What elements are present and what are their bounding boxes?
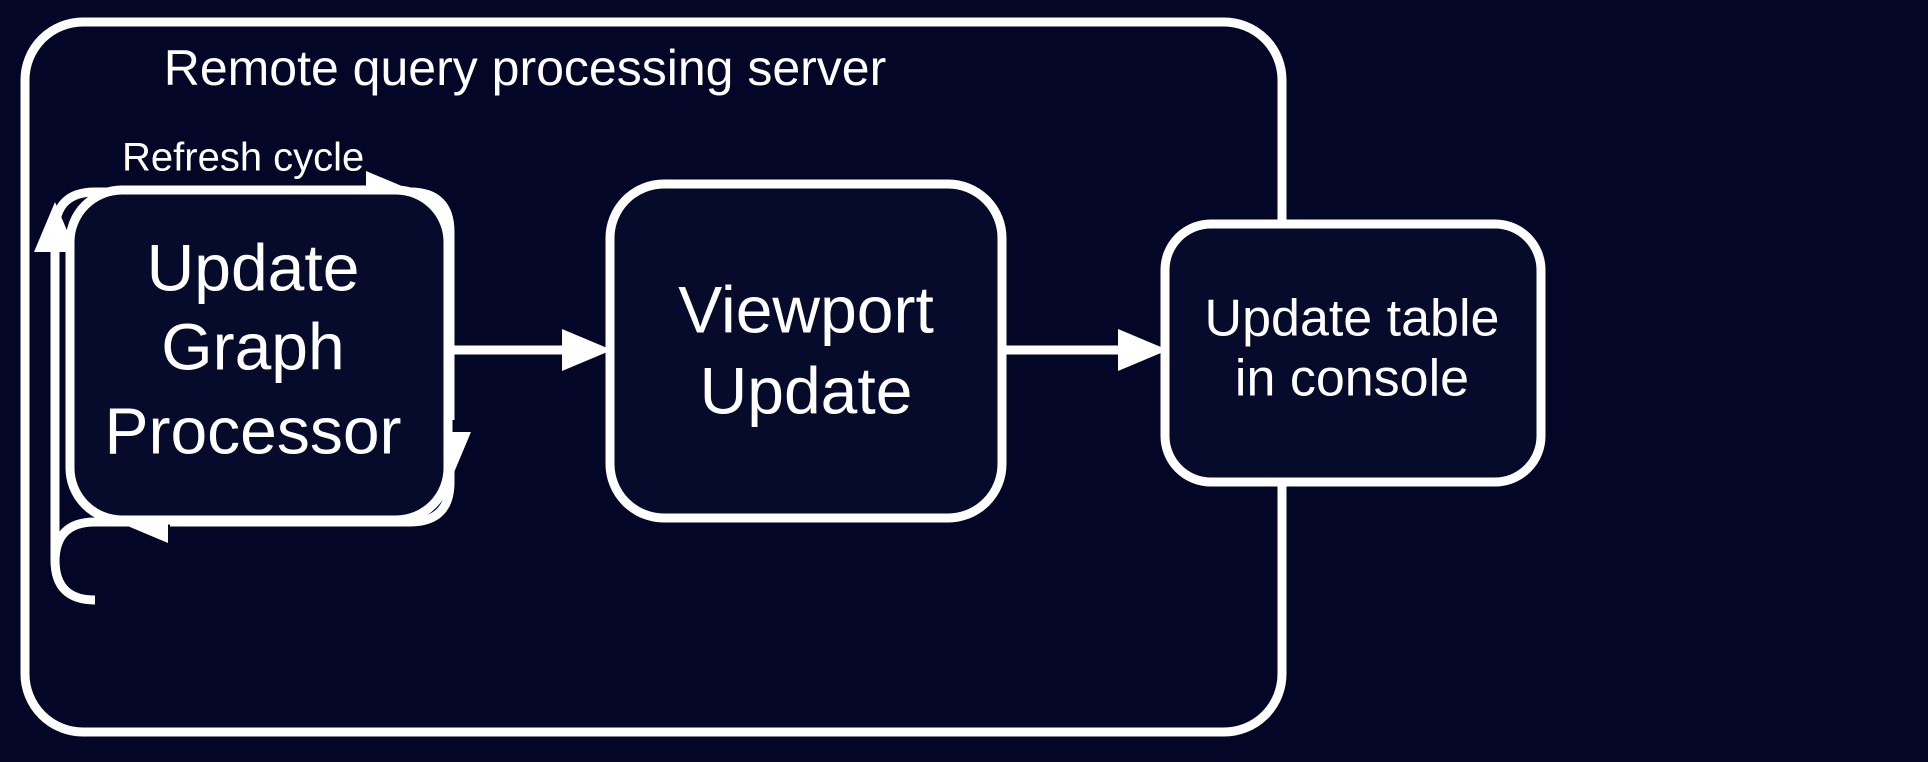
node-update-table-in-console-line-1: Update table xyxy=(1205,290,1500,348)
edge-viewport-to-update-table-arrow-icon xyxy=(1118,329,1168,371)
node-viewport-update[interactable] xyxy=(605,179,1007,523)
node-update-table-in-console-line-2: in console xyxy=(1235,350,1469,408)
refresh-cycle-bottom-left-corner xyxy=(50,559,96,605)
node-update-graph-processor-line-2: Graph xyxy=(161,309,344,383)
node-viewport-update-line-2: Update xyxy=(700,353,913,427)
node-update-table-in-console[interactable] xyxy=(1160,219,1546,487)
node-update-graph-processor[interactable] xyxy=(65,185,453,525)
edge-graph-processor-to-viewport-arrow-icon xyxy=(562,329,612,371)
container-title: Remote query processing server xyxy=(164,40,887,96)
node-update-graph-processor-line-3: Processor xyxy=(104,393,401,467)
refresh-cycle-bottom-left-run xyxy=(50,517,160,563)
refresh-cycle-top-segment xyxy=(50,187,380,233)
node-viewport-update-line-1: Viewport xyxy=(678,272,934,346)
node-update-graph-processor-line-1: Update xyxy=(147,230,360,304)
refresh-cycle-label: Refresh cycle xyxy=(122,136,364,180)
